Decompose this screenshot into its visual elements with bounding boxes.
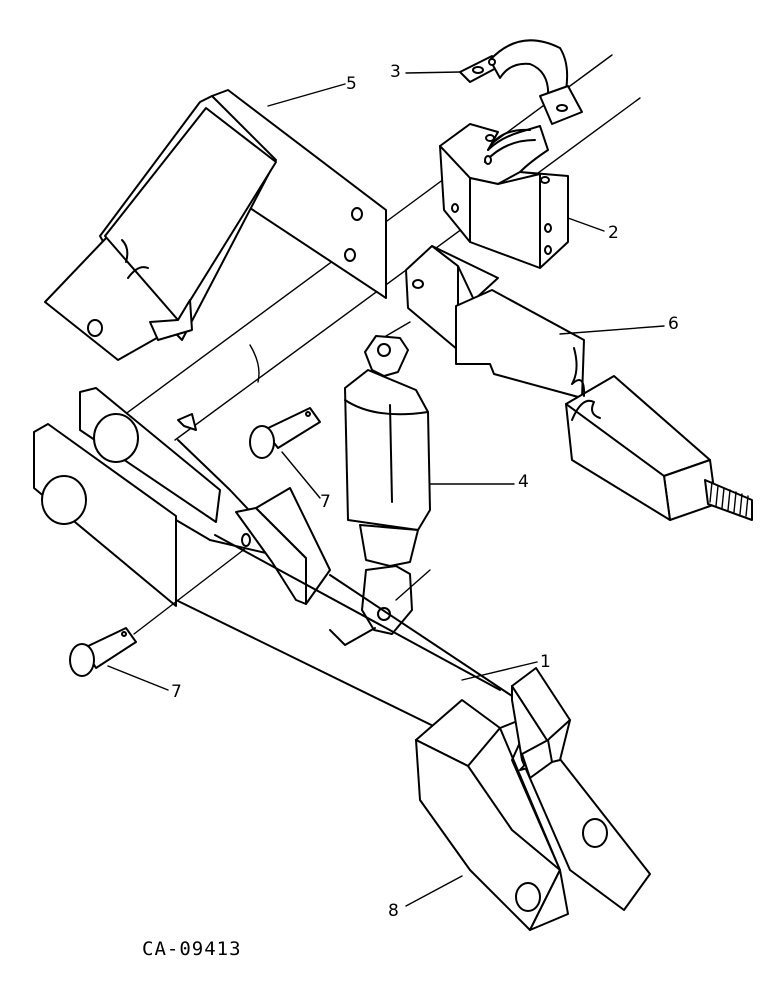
drawing-reference-code: CA-09413: [142, 938, 242, 960]
hydraulic-cylinder: [344, 321, 431, 635]
clevis-pin-lower: [69, 547, 247, 677]
callout-4: 4: [518, 472, 529, 492]
callout-3: 3: [390, 62, 401, 82]
upper-clamp-half: [459, 39, 583, 125]
callout-7-upper: 7: [320, 492, 331, 512]
callout-2: 2: [608, 223, 619, 243]
drawbar-frame: [33, 387, 513, 741]
callout-5: 5: [346, 74, 357, 94]
leader-lines: [107, 71, 665, 907]
callout-6: 6: [668, 314, 679, 334]
lower-clamp-bracket: [439, 123, 569, 269]
clevis-pin-upper: [249, 407, 321, 459]
hitch-clevis: [415, 667, 651, 931]
mounting-bracket: [44, 89, 387, 361]
square-tube-with-threaded-end: [405, 245, 753, 521]
threaded-stud: [704, 479, 753, 521]
callout-8: 8: [388, 901, 399, 921]
callout-1: 1: [540, 652, 551, 672]
callout-7-lower: 7: [171, 682, 182, 702]
